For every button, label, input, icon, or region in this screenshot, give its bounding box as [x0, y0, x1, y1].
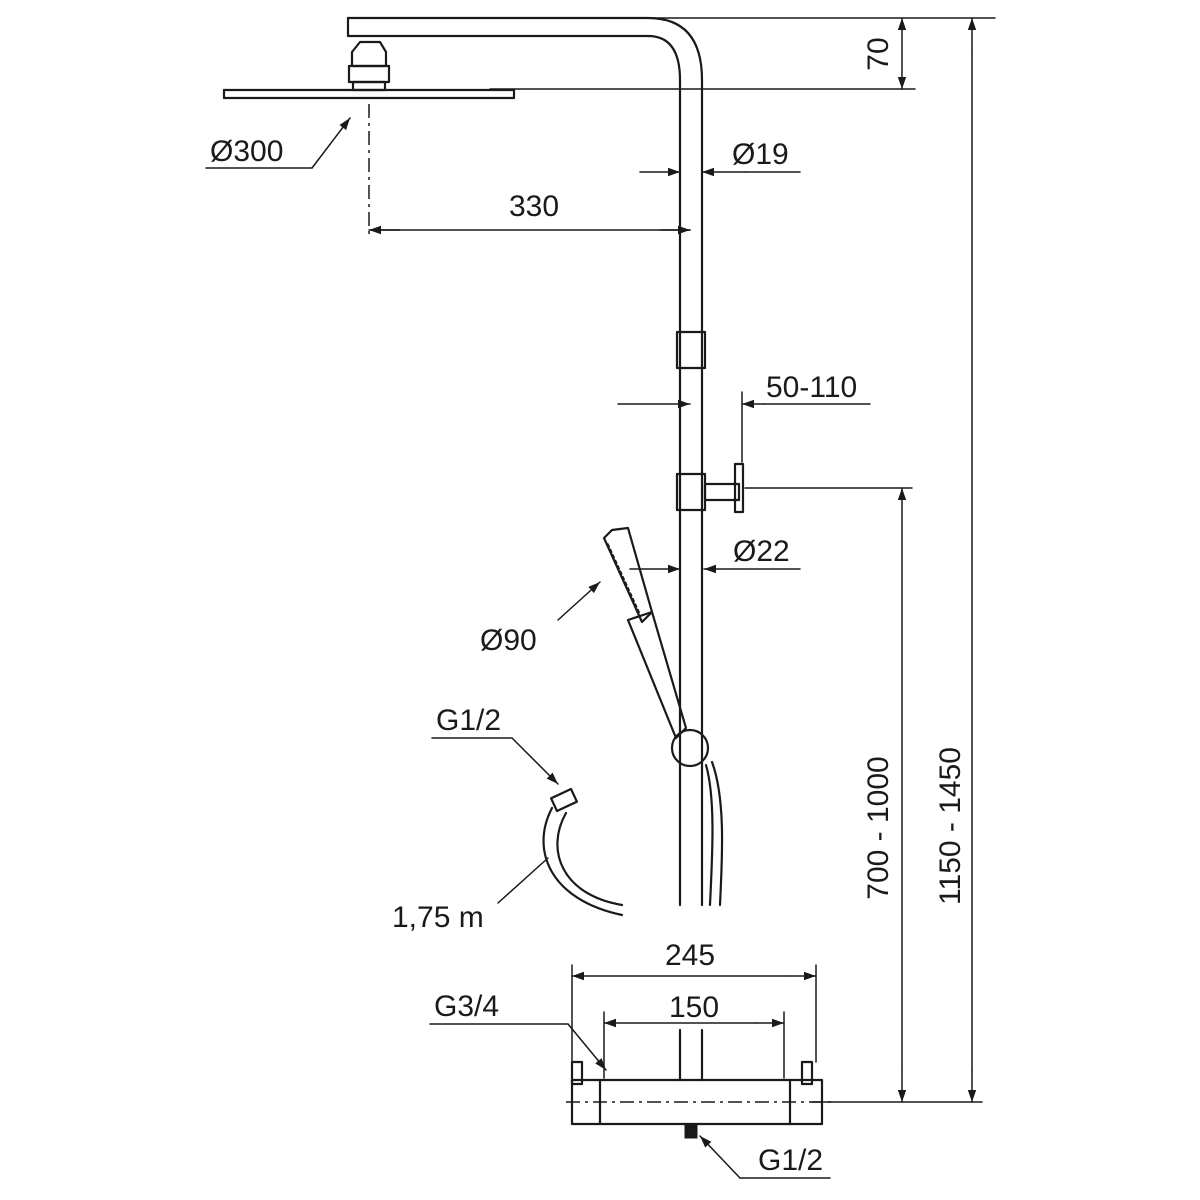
label-head-diameter: Ø300	[210, 135, 283, 168]
dim-mixer-width	[571, 964, 817, 1063]
hand-shower	[602, 526, 710, 768]
dim-inlet-thread	[429, 1023, 607, 1071]
shower-hose	[542, 787, 624, 917]
dim-head-diameter	[205, 117, 351, 169]
label-hand-shower-diameter: Ø90	[480, 624, 537, 657]
dim-outlet-thread	[699, 1135, 831, 1179]
label-head-height: 70	[862, 37, 895, 70]
label-inlet-thread: G3/4	[434, 990, 499, 1023]
label-mixer-width: 245	[665, 939, 715, 972]
shower-arm-and-riser	[346, 16, 704, 907]
dim-hand-shower-diameter	[557, 581, 601, 621]
label-inlet-spacing: 150	[669, 991, 719, 1024]
label-pipe-diameter: Ø19	[732, 138, 789, 171]
dim-hose-connector	[431, 737, 559, 785]
wall-bracket	[675, 462, 745, 514]
label-wall-bracket: 50-110	[766, 371, 857, 404]
dim-wall-bracket	[617, 391, 871, 463]
label-hose-connector: G1/2	[436, 704, 501, 737]
dim-bracket-height	[744, 487, 983, 1103]
riser-hose	[704, 763, 714, 907]
dim-head-height	[489, 17, 996, 90]
label-riser-diameter: Ø22	[733, 535, 790, 568]
label-hose-length: 1,75 m	[392, 901, 484, 934]
label-total-height: 1150 - 1450	[934, 747, 967, 905]
height-adjust-coupling	[675, 330, 707, 370]
label-outlet-thread: G1/2	[758, 1144, 823, 1177]
dim-hose-length-leader	[497, 857, 549, 904]
label-bracket-height: 700 - 1000	[862, 756, 895, 899]
label-arm-reach: 330	[509, 190, 559, 223]
overhead-shower-head	[222, 40, 516, 111]
